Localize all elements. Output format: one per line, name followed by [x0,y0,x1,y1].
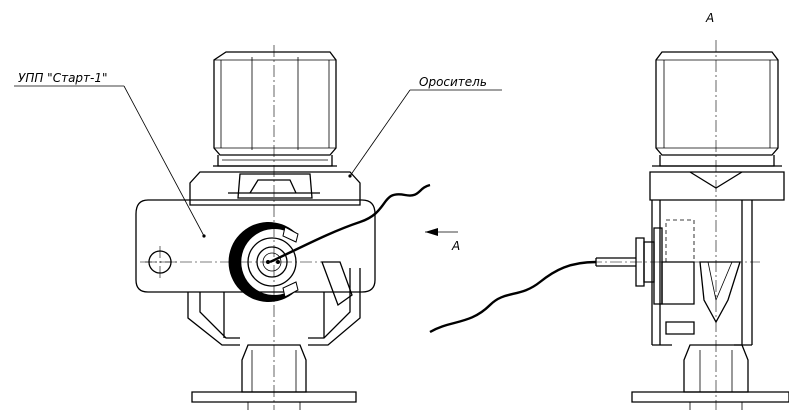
sprinkler-frame-arms [187,261,361,346]
side-clamp [595,219,695,305]
sprinkler-hex-nut [213,51,337,156]
view-arrow-a: А [425,228,460,253]
side-view-a: А [429,11,789,410]
sprinkler-label-group: Ороситель [348,75,502,178]
sprinkler-label: Ороситель [419,75,487,89]
sprinkler-neck [213,155,337,167]
front-wire [269,183,431,264]
upp-label: УПП "Старт-1" [18,71,108,85]
front-view: УПП "Старт-1" Ороситель А [14,45,502,410]
upp-label-group: УПП "Старт-1" [14,71,205,237]
upp-clamp-plate [135,199,376,293]
side-hex-nut [652,51,782,167]
side-wire [429,260,597,334]
side-body [649,171,785,201]
sprinkler-body [189,171,361,206]
sprinkler-deflector [191,344,357,410]
view-arrow-label: А [451,239,460,253]
view-title: А [705,11,714,25]
side-frame [651,200,753,346]
c-retaining-ring [228,222,299,302]
side-deflector [631,344,789,410]
